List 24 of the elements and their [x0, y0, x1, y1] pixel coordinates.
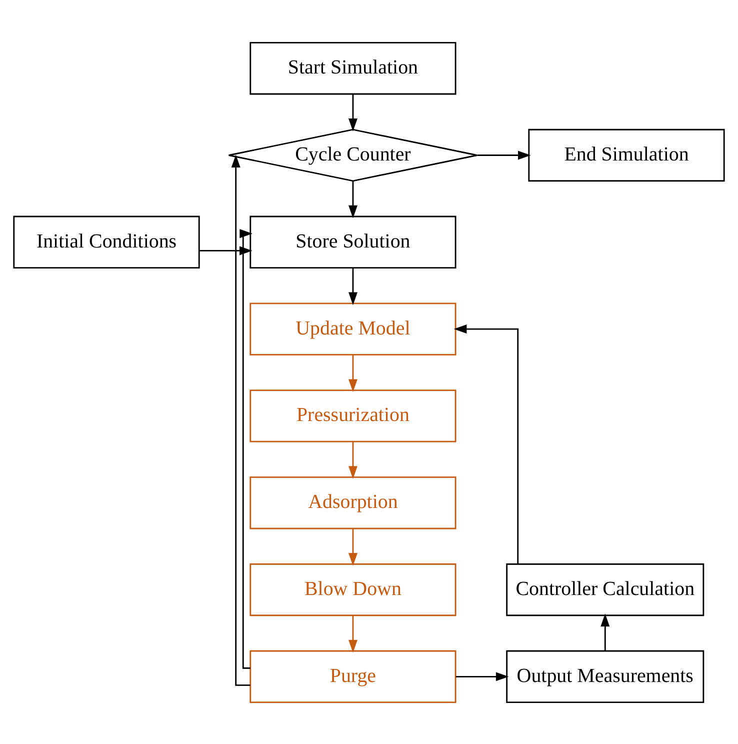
arrow: [600, 613, 610, 650]
node-box: Initial Conditions: [13, 215, 200, 268]
node-box: Adsorption: [250, 476, 456, 529]
arrow: [456, 672, 509, 681]
arrow: [454, 324, 519, 564]
arrow: [231, 154, 250, 686]
node-box: Pressurization: [250, 389, 456, 442]
arrow: [477, 150, 531, 160]
arrow: [348, 615, 358, 652]
node-box: Update Model: [250, 302, 456, 355]
node-box: Output Measurements: [506, 650, 704, 703]
arrow: [348, 180, 358, 218]
arrow: [348, 442, 358, 478]
arrow: [348, 528, 358, 566]
node-box: End Simulation: [528, 128, 725, 182]
node-diamond: Cycle Counter: [228, 128, 478, 182]
arrow: [348, 268, 358, 305]
arrow: [348, 94, 358, 131]
node-box: Controller Calculation: [506, 562, 704, 616]
arrow: [348, 354, 358, 392]
node-box: Blow Down: [250, 562, 456, 616]
node-box: Start Simulation: [250, 41, 456, 94]
node-box: Purge: [250, 650, 456, 703]
node-box: Store Solution: [250, 215, 456, 268]
